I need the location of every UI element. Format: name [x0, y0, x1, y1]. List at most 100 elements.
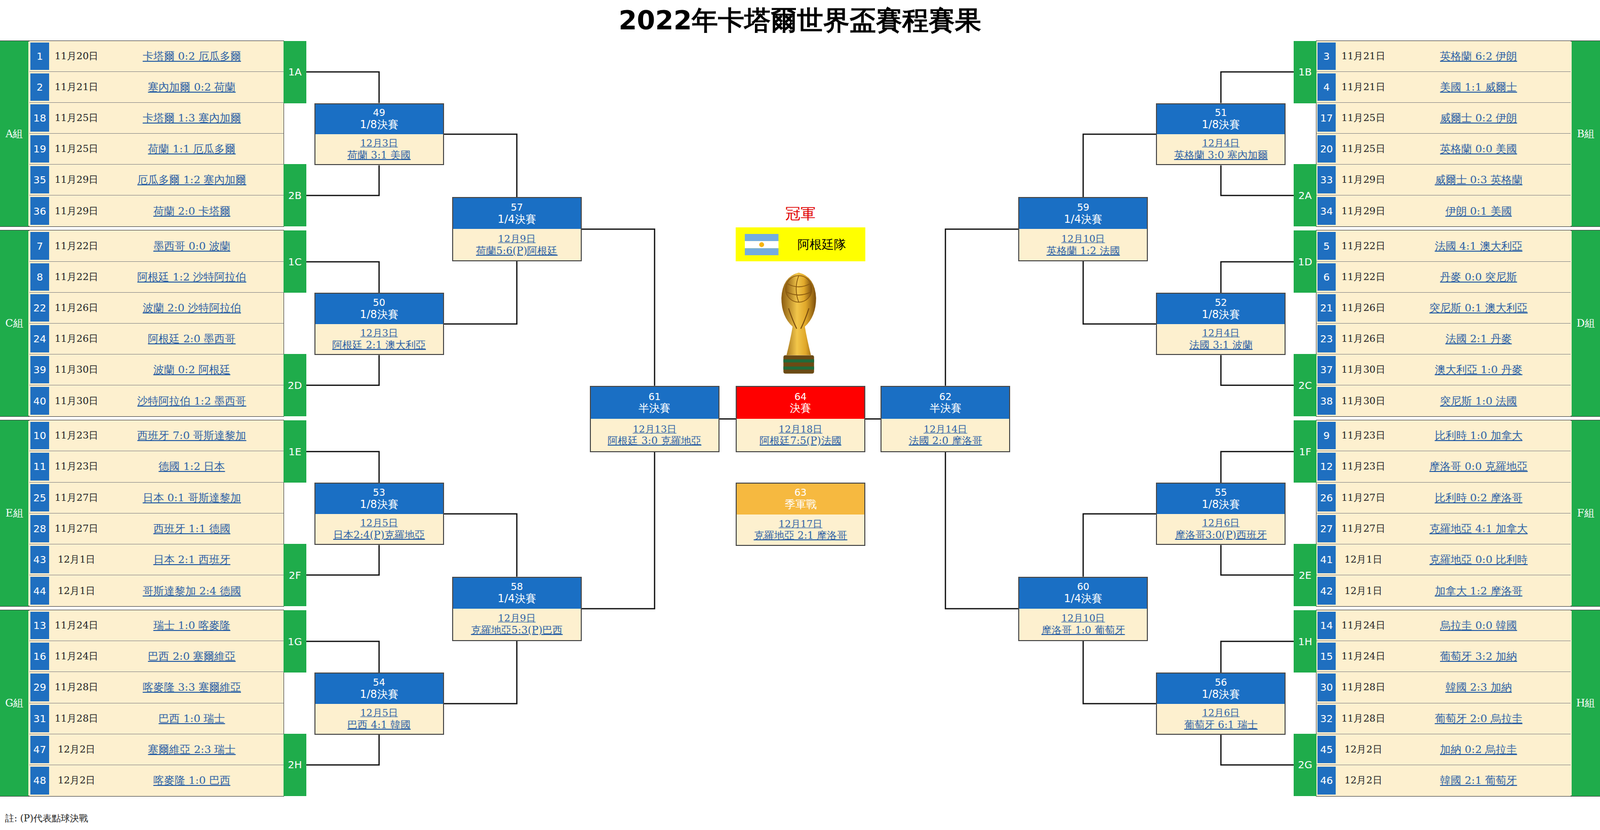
knockout-result: 12月9日克羅地亞5:3(P)巴西: [453, 608, 581, 640]
match-row: 1811月25日卡塔爾 1:3 塞內加爾: [29, 102, 284, 134]
match-date: 11月28日: [54, 680, 99, 694]
knockout-header: 581/4決賽: [453, 577, 581, 609]
position-box: 1D: [1293, 230, 1316, 293]
date-cell: 12月1日: [51, 544, 103, 575]
match-row: 2411月26日阿根廷 2:0 墨西哥: [29, 323, 284, 355]
match-date: 12月2日: [1344, 742, 1382, 756]
knockout-box: 541/8決賽12月5日巴西 4:1 韓國: [314, 672, 445, 735]
match-number: 9: [1323, 429, 1331, 442]
match-number: 46: [1320, 774, 1333, 787]
knockout-box: 601/4決賽12月10日摩洛哥 1:0 葡萄牙: [1018, 576, 1148, 642]
result-cell: 沙特阿拉伯 1:2 墨西哥: [102, 385, 283, 417]
champion-heading-holder: 冠軍: [735, 203, 866, 225]
position-box: 2E: [1293, 543, 1316, 607]
match-date: 11月27日: [54, 522, 99, 536]
match-result: 阿根廷 3:0 克羅地亞: [607, 434, 702, 447]
match-no: 52: [1214, 297, 1227, 309]
number-cell: 48: [30, 766, 49, 795]
number-cell: 25: [30, 484, 49, 512]
knockout-result: 12月10日英格蘭 1:2 法國: [1019, 228, 1147, 260]
match-row: 3911月30日波蘭 0:2 阿根廷: [29, 354, 284, 386]
match-date: 11月23日: [1341, 428, 1385, 443]
match-row: 2311月26日法國 2:1 丹麥: [1316, 323, 1571, 355]
result-cell: 哥斯達黎加 2:4 德國: [102, 575, 283, 607]
match-date: 12月9日: [498, 612, 536, 624]
date-cell: 11月24日: [1337, 610, 1389, 641]
result-cell: 丹麥 0:0 突尼斯: [1388, 261, 1569, 293]
match-row: 3211月28日葡萄牙 2:0 烏拉圭: [1316, 703, 1571, 735]
knockout-result: 12月3日荷蘭 3:1 美國: [315, 134, 444, 165]
match-row: 2811月27日西班牙 1:1 德國: [29, 513, 284, 545]
round-name: 半決賽: [638, 402, 671, 415]
position-box: 1C: [283, 230, 306, 293]
number-cell: 18: [30, 104, 49, 132]
knockout-result: 12月4日法國 3:1 波蘭: [1156, 324, 1285, 354]
match-result: 英格蘭 0:0 美國: [1440, 141, 1517, 156]
match-result: 巴西 1:0 瑞士: [158, 711, 225, 726]
number-cell: 14: [1317, 611, 1336, 639]
match-row: 3711月30日澳大利亞 1:0 丹麥: [1316, 354, 1571, 386]
round-name: 季軍戰: [784, 498, 817, 511]
match-row: 4312月1日日本 2:1 西班牙: [29, 544, 284, 576]
position-box: 2H: [283, 733, 306, 796]
result-cell: 卡塔爾 1:3 塞內加爾: [102, 102, 283, 134]
position-label: 2B: [288, 189, 302, 202]
position-box: 1E: [283, 420, 306, 483]
match-number: 31: [33, 712, 47, 725]
match-row: 1311月24日瑞士 1:0 喀麥隆: [29, 610, 284, 642]
knockout-header: 61半決賽: [590, 386, 719, 419]
number-cell: 6: [1317, 263, 1336, 291]
bracket-connector: [444, 513, 517, 577]
knockout-result: 12月9日荷蘭5:6(P)阿根廷: [453, 228, 581, 260]
bracket-connector: [306, 165, 380, 195]
match-result: 摩洛哥 0:0 克羅地亞: [1429, 459, 1528, 474]
number-cell: 43: [30, 545, 49, 574]
knockout-header: 63季軍戰: [736, 483, 865, 514]
round-name: 半決賽: [929, 402, 962, 415]
match-date: 12月3日: [360, 137, 398, 149]
match-result: 葡萄牙 3:2 加納: [1440, 649, 1517, 664]
date-cell: 11月27日: [1337, 482, 1389, 513]
number-cell: 37: [1317, 355, 1336, 384]
match-date: 12月5日: [360, 516, 398, 529]
number-cell: 8: [30, 263, 49, 291]
group-label: C組: [5, 316, 24, 331]
number-cell: 41: [1317, 545, 1336, 574]
match-row: 911月23日比利時 1:0 加拿大: [1316, 420, 1571, 452]
knockout-header: 64決賽: [736, 386, 865, 419]
knockout-box: 531/8決賽12月5日日本2:4(P)克羅地亞: [314, 482, 445, 545]
match-number: 2: [36, 81, 44, 94]
knockout-header: 531/8決賽: [315, 483, 444, 514]
number-cell: 22: [30, 294, 49, 322]
group-band: A組: [0, 41, 29, 227]
number-cell: 40: [30, 386, 49, 415]
bracket-connector: [1220, 641, 1294, 673]
match-date: 11月30日: [1341, 363, 1385, 377]
match-no: 59: [1076, 202, 1090, 214]
match-row: 3111月28日巴西 1:0 瑞士: [29, 703, 284, 735]
match-date: 11月25日: [54, 142, 99, 156]
position-box: 2D: [283, 353, 306, 417]
position-label: 2E: [1298, 569, 1312, 582]
match-number: 4: [1323, 81, 1331, 94]
match-row: 4512月2日加納 0:2 烏拉圭: [1316, 734, 1571, 766]
match-no: 55: [1214, 487, 1227, 499]
match-date: 12月17日: [778, 517, 823, 530]
result-cell: 韓國 2:1 葡萄牙: [1388, 765, 1569, 796]
match-date: 11月29日: [54, 204, 99, 218]
match-row: 2211月26日波蘭 2:0 沙特阿拉伯: [29, 292, 284, 324]
knockout-box: 591/4決賽12月10日英格蘭 1:2 法國: [1018, 196, 1148, 262]
match-date: 12月5日: [360, 706, 398, 719]
match-number: 34: [1320, 205, 1333, 218]
position-box: 1B: [1293, 41, 1316, 104]
match-row: 4212月1日加拿大 1:2 摩洛哥: [1316, 575, 1571, 607]
group-band: D組: [1571, 230, 1600, 417]
number-cell: 15: [1317, 642, 1336, 670]
knockout-header: 511/8決賽: [1156, 104, 1285, 135]
match-date: 11月20日: [54, 49, 99, 63]
position-box: 1F: [1293, 420, 1316, 483]
position-label: 1H: [1298, 635, 1313, 648]
date-cell: 11月23日: [51, 451, 103, 482]
date-cell: 12月1日: [51, 575, 103, 607]
match-number: 14: [1320, 619, 1333, 632]
